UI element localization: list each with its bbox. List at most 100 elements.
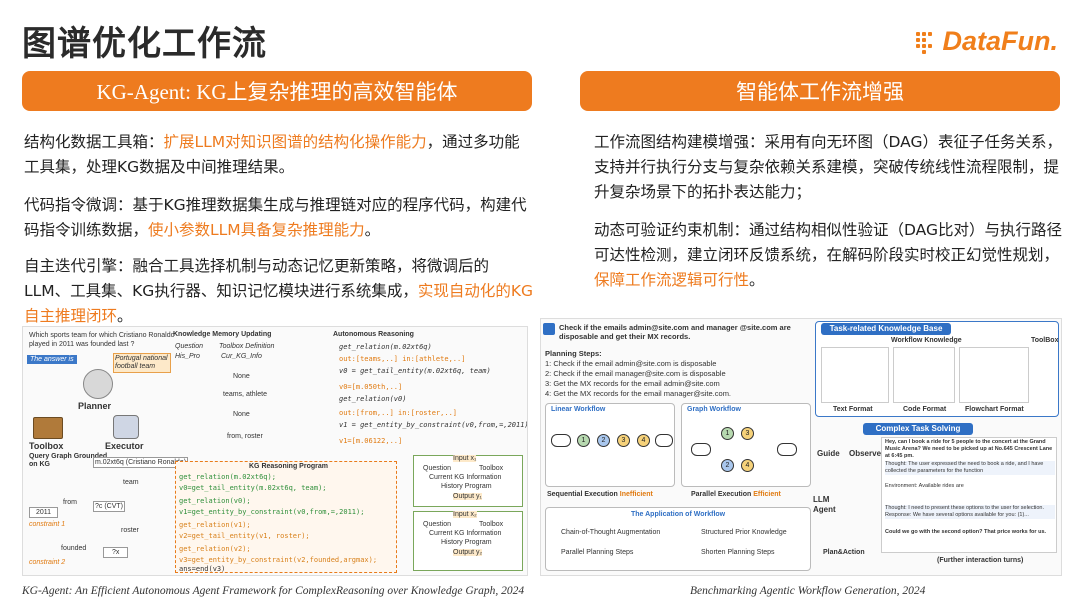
output-2: Output y₂ (453, 549, 483, 556)
col-his: His_Pro (175, 353, 200, 360)
autonomous-title: Autonomous Reasoning (333, 331, 414, 338)
graph-workflow-panel (681, 403, 811, 487)
parallel-text: Parallel Execution (691, 491, 752, 498)
g-node-4: 4 (741, 459, 754, 472)
para-text: 工作流图结构建模增强：采用有向无环图（DAG）表征子任务关系，支持并行执行分支与… (594, 133, 1063, 201)
workflow-knowledge: Workflow Knowledge (891, 337, 962, 344)
right-para-1: 工作流图结构建模增强：采用有向无环图（DAG）表征子任务关系，支持并行执行分支与… (594, 130, 1062, 205)
qg-team: team (123, 479, 139, 486)
thought-1: Thought: The user expressed the need to … (885, 461, 1055, 475)
left-banner: KG-Agent: KG上复杂推理的高效智能体 (22, 71, 532, 111)
node-end (655, 434, 673, 447)
knowledge-memory-title: Knowledge Memory Updating (173, 331, 272, 338)
guide-label: Guide (817, 449, 840, 458)
logo-text: DataFun. (942, 26, 1058, 56)
plan-action-label: Plan&Action (823, 549, 865, 556)
answer-label: The answer is (27, 355, 77, 364)
fig-question: Which sports team for which Cristiano Ro… (29, 332, 175, 348)
flow-format-doc (959, 347, 1029, 403)
code-format-doc (893, 347, 955, 403)
further-turns: (Further interaction turns) (937, 557, 1024, 564)
step-item: 4: Get the MX records for the email mana… (545, 389, 732, 398)
para-text: 自主迭代引擎：融合工具选择机制与动态记忆更新策略，将微调后的LLM、工具集、KG… (24, 257, 490, 300)
qg-year: 2011 (29, 507, 59, 518)
left-para-1: 结构化数据工具箱：扩展LLM对知识图谱的结构化操作能力，通过多功能工具集，处理K… (24, 130, 534, 180)
text-format-doc (821, 347, 889, 403)
thought-2: Thought: I need to present these options… (885, 505, 1055, 519)
node-4: 4 (637, 434, 650, 447)
node-2: 2 (597, 434, 610, 447)
qg-from: from (63, 499, 77, 506)
flow-format: Flowchart Format (965, 406, 1024, 413)
fig-prompt: Check if the emails admin@site.com and m… (559, 323, 791, 341)
code-format: Code Format (903, 406, 947, 413)
reason-line: v1 = get_entity_by_constraint(v0,from,=,… (339, 421, 528, 429)
reason-line: v0=[m.050th,..] (339, 383, 403, 391)
mem-teams: teams, athlete (223, 391, 267, 398)
qg-constraint-2: constraint 2 (29, 559, 66, 566)
workflow-figure: Check if the emails admin@site.com and m… (540, 318, 1062, 576)
node-1: 1 (577, 434, 590, 447)
left-para-3: 自主迭代引擎：融合工具选择机制与动态记忆更新策略，将微调后的LLM、工具集、KG… (24, 254, 534, 329)
col-question: Question (175, 343, 204, 350)
para-text: 。 (749, 271, 765, 289)
code-line: get_relation(v2); (179, 545, 251, 553)
in-history: History Program (441, 483, 492, 490)
code-line: v3=get_entity_by_constraint(v2,founded,a… (179, 556, 378, 564)
kb-toolbox: ToolBox (1031, 337, 1059, 344)
para-highlight: 使小参数LLM具备复杂推理能力 (148, 221, 365, 239)
g-node-start (691, 443, 711, 456)
planner-label: Planner (78, 401, 112, 411)
app-item: Shorten Planning Steps (701, 549, 775, 556)
sequential-text: Sequential Execution (547, 491, 618, 498)
code-line: get_relation(v1); (179, 521, 251, 529)
code-line: v1=get_entity_by_constraint(v0,from,=,20… (179, 508, 365, 516)
graph-label: Graph Workflow (687, 406, 741, 413)
executor-icon (113, 415, 139, 439)
steps-title: Planning Steps: (545, 349, 602, 358)
toolbox-icon (33, 417, 63, 439)
logo-dots-icon (916, 28, 940, 56)
query-graph-title: Query Graph Grounded on KG (29, 453, 108, 468)
reason-line: get_relation(m.02xt6q) (339, 343, 432, 351)
input-1: Input x₁ (453, 455, 477, 462)
in-toolbox: Toolbox (479, 465, 504, 472)
in-question: Question (423, 465, 452, 472)
in-current-kg-2: Current KG Information (429, 530, 502, 537)
dialog-panel (881, 437, 1057, 553)
para-highlight: 保障工作流逻辑可行性 (594, 271, 750, 289)
observe-label: Observe (849, 449, 882, 458)
col-cur: Cur_KG_Info (221, 353, 262, 360)
para-text: ，通过多功能工具集，处理KG数据及中间推理结果。 (24, 133, 520, 176)
in-current-kg: Current KG Information (429, 474, 502, 481)
app-item: Parallel Planning Steps (561, 549, 634, 556)
g-node-3: 3 (741, 427, 754, 440)
in-toolbox-2: Toolbox (479, 521, 504, 528)
mem-none-2: None (233, 411, 250, 418)
qg-roster: roster (121, 527, 139, 534)
para-highlight: 扩展LLM对知识图谱的结构化操作能力 (163, 133, 427, 151)
inefficient-text: Inefficient (619, 491, 653, 498)
para-text: 。 (117, 307, 133, 325)
in-history-2: History Program (441, 539, 492, 546)
efficient-text: Efficient (753, 491, 781, 498)
g-node-1: 1 (721, 427, 734, 440)
datafun-logo: DataFun. (916, 26, 1058, 57)
kg-program-box (175, 461, 397, 573)
g-node-2: 2 (721, 459, 734, 472)
step-item: 2: Check if the email manager@site.com i… (545, 369, 726, 378)
in-question-2: Question (423, 521, 452, 528)
input-2: Input x₂ (453, 511, 477, 518)
node-3: 3 (617, 434, 630, 447)
answer-value: Portugal national football team (113, 353, 171, 373)
qg-cvt: ?c (CVT) (93, 501, 125, 512)
qg-x: ?x (103, 547, 129, 558)
application-panel (545, 507, 811, 571)
code-line: ans=end(v3) (179, 565, 226, 573)
user-question: Hey, can I book a ride for 5 people to t… (885, 439, 1053, 459)
code-line: get_relation(m.02xt6q); (179, 473, 276, 481)
text-format: Text Format (833, 406, 873, 413)
para-text: 结构化数据工具箱： (24, 133, 164, 151)
page-title: 图谱优化工作流 (22, 24, 267, 64)
